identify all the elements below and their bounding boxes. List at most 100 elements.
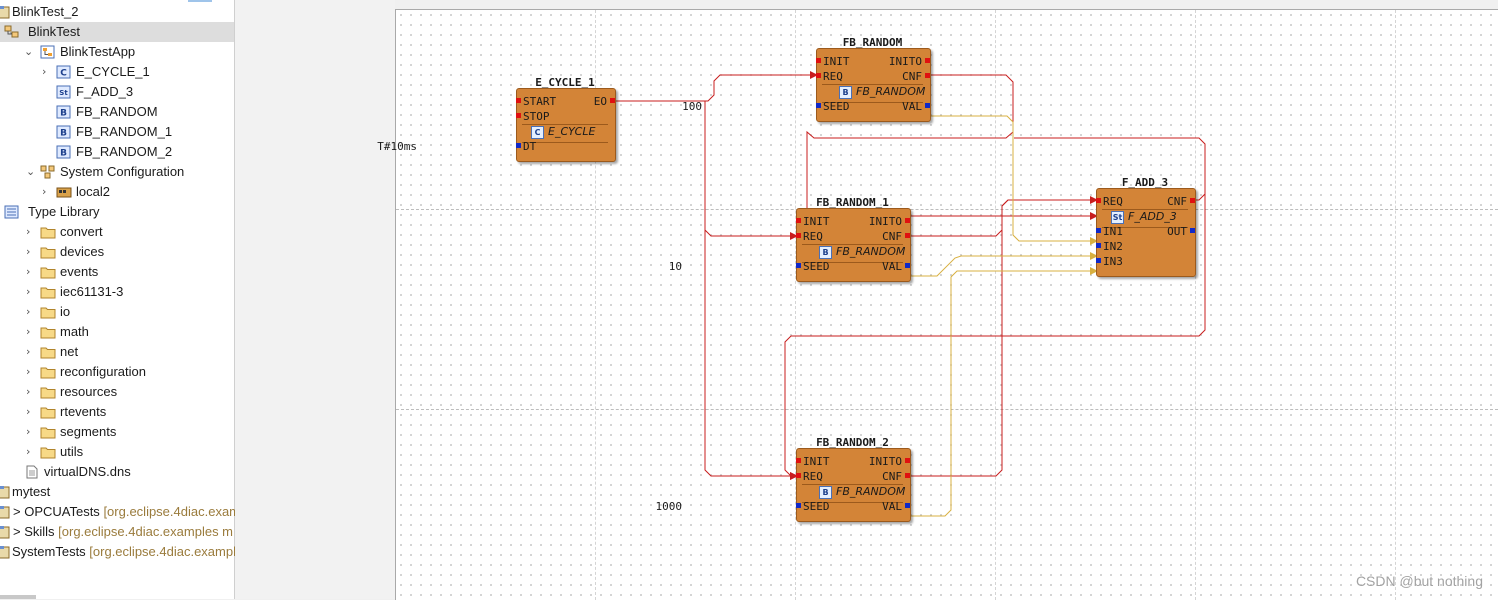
input-pin-init[interactable]: INIT [803,455,830,468]
input-pin-in1[interactable]: IN1 [1103,225,1123,238]
event-input-marker[interactable] [816,58,821,63]
input-pin-req[interactable]: REQ [1103,195,1123,208]
expand-chevron-icon[interactable]: › [26,265,31,278]
tree-item[interactable]: ⌄System Configuration [0,162,234,182]
data-input-marker[interactable] [516,143,521,148]
tree-item[interactable]: > Skills [org.eclipse.4diac.examples m [0,522,234,542]
collapse-chevron-icon[interactable]: ⌄ [26,165,36,178]
expand-chevron-icon[interactable]: › [26,445,31,458]
event-output-marker[interactable] [925,58,930,63]
data-input-marker[interactable] [796,503,801,508]
function-block-title[interactable]: FB_RANDOM_1 [816,196,889,209]
tree-item[interactable]: > OPCUATests [org.eclipse.4diac.exam [0,502,240,522]
event-output-marker[interactable] [925,73,930,78]
data-connection[interactable] [909,252,1098,277]
tree-item[interactable]: BlinkTest_2 [0,2,234,22]
event-input-marker[interactable] [796,473,801,478]
data-output-marker[interactable] [1190,228,1195,233]
event-input-marker[interactable] [796,218,801,223]
function-block-title[interactable]: FB_RANDOM [842,36,903,49]
expand-chevron-icon[interactable]: › [26,345,31,358]
data-input-marker[interactable] [796,263,801,268]
event-connection[interactable] [704,101,798,480]
expand-chevron-icon[interactable]: › [26,325,31,338]
data-connection[interactable] [909,115,1098,245]
function-block-body[interactable] [1096,188,1196,277]
tree-item[interactable]: ›convert [0,222,234,242]
tree-item[interactable]: ⌄Type Library [0,202,234,222]
output-pin-val[interactable]: VAL [882,260,902,273]
output-pin-eo[interactable]: EO [593,95,607,108]
output-pin-out[interactable]: OUT [1167,225,1187,238]
tree-item[interactable]: ⌄BlinkTest [0,22,234,42]
data-input-marker[interactable] [1096,258,1101,263]
data-output-marker[interactable] [925,103,930,108]
parameter-value-seed[interactable]: 10 [668,260,682,273]
input-pin-req[interactable]: REQ [803,470,823,483]
input-pin-req[interactable]: REQ [823,70,843,83]
data-connection[interactable] [909,267,1098,517]
data-input-marker[interactable] [816,103,821,108]
tree-item[interactable]: mytest [0,482,234,502]
output-pin-val[interactable]: VAL [882,500,902,513]
expand-chevron-icon[interactable]: › [26,365,31,378]
expand-chevron-icon[interactable]: › [26,425,31,438]
output-pin-cnf[interactable]: CNF [882,470,902,483]
output-pin-cnf[interactable]: CNF [882,230,902,243]
tree-item[interactable]: ›iec61131-3 [0,282,234,302]
tree-item[interactable]: ›events [0,262,234,282]
output-pin-cnf[interactable]: CNF [902,70,922,83]
event-input-marker[interactable] [816,73,821,78]
event-output-marker[interactable] [905,233,910,238]
event-connection[interactable] [909,199,1009,477]
output-pin-val[interactable]: VAL [902,100,922,113]
function-block-title[interactable]: FB_RANDOM_2 [816,436,889,449]
event-input-marker[interactable] [516,98,521,103]
function-block-title[interactable]: F_ADD_3 [1121,176,1169,189]
event-input-marker[interactable] [796,458,801,463]
tree-item[interactable]: SystemTests [org.eclipse.4diac.exampl [0,542,236,562]
tree-item[interactable]: ›local2 [0,182,234,202]
event-input-marker[interactable] [796,233,801,238]
tree-item[interactable]: ›segments [0,422,234,442]
event-input-marker[interactable] [516,113,521,118]
event-connection[interactable] [704,101,798,240]
expand-chevron-icon[interactable]: › [26,305,31,318]
output-pin-inito[interactable]: INITO [868,455,902,468]
data-input-marker[interactable] [1096,243,1101,248]
input-pin-start[interactable]: START [523,95,557,108]
expand-chevron-icon[interactable]: › [26,225,31,238]
input-pin-seed[interactable]: SEED [823,100,850,113]
expand-chevron-icon[interactable]: › [26,285,31,298]
expand-chevron-icon[interactable]: › [42,65,47,78]
tree-item[interactable]: ›math [0,322,234,342]
parameter-value-seed[interactable]: 1000 [655,500,683,513]
horizontal-scrollbar[interactable] [0,595,36,599]
output-pin-inito[interactable]: INITO [888,55,922,68]
input-pin-init[interactable]: INIT [823,55,850,68]
input-pin-dt[interactable]: DT [523,140,537,153]
output-pin-inito[interactable]: INITO [868,215,902,228]
tree-item[interactable]: ›io [0,302,234,322]
tree-item[interactable]: virtualDNS.dns [0,462,234,482]
input-pin-seed[interactable]: SEED [803,260,830,273]
tree-item[interactable]: ›net [0,342,234,362]
event-connection[interactable] [1014,137,1206,201]
event-output-marker[interactable] [905,218,910,223]
tree-item[interactable]: ›reconfiguration [0,362,234,382]
event-output-marker[interactable] [905,473,910,478]
data-input-marker[interactable] [1096,228,1101,233]
event-output-marker[interactable] [610,98,615,103]
parameter-value-seed[interactable]: 100 [682,100,702,113]
tree-item[interactable]: ›devices [0,242,234,262]
tree-item[interactable]: ⌄BlinkTestApp [0,42,234,62]
input-pin-in2[interactable]: IN2 [1103,240,1123,253]
event-output-marker[interactable] [1190,198,1195,203]
event-connection[interactable] [784,194,1206,480]
input-pin-seed[interactable]: SEED [803,500,830,513]
expand-chevron-icon[interactable]: › [26,385,31,398]
